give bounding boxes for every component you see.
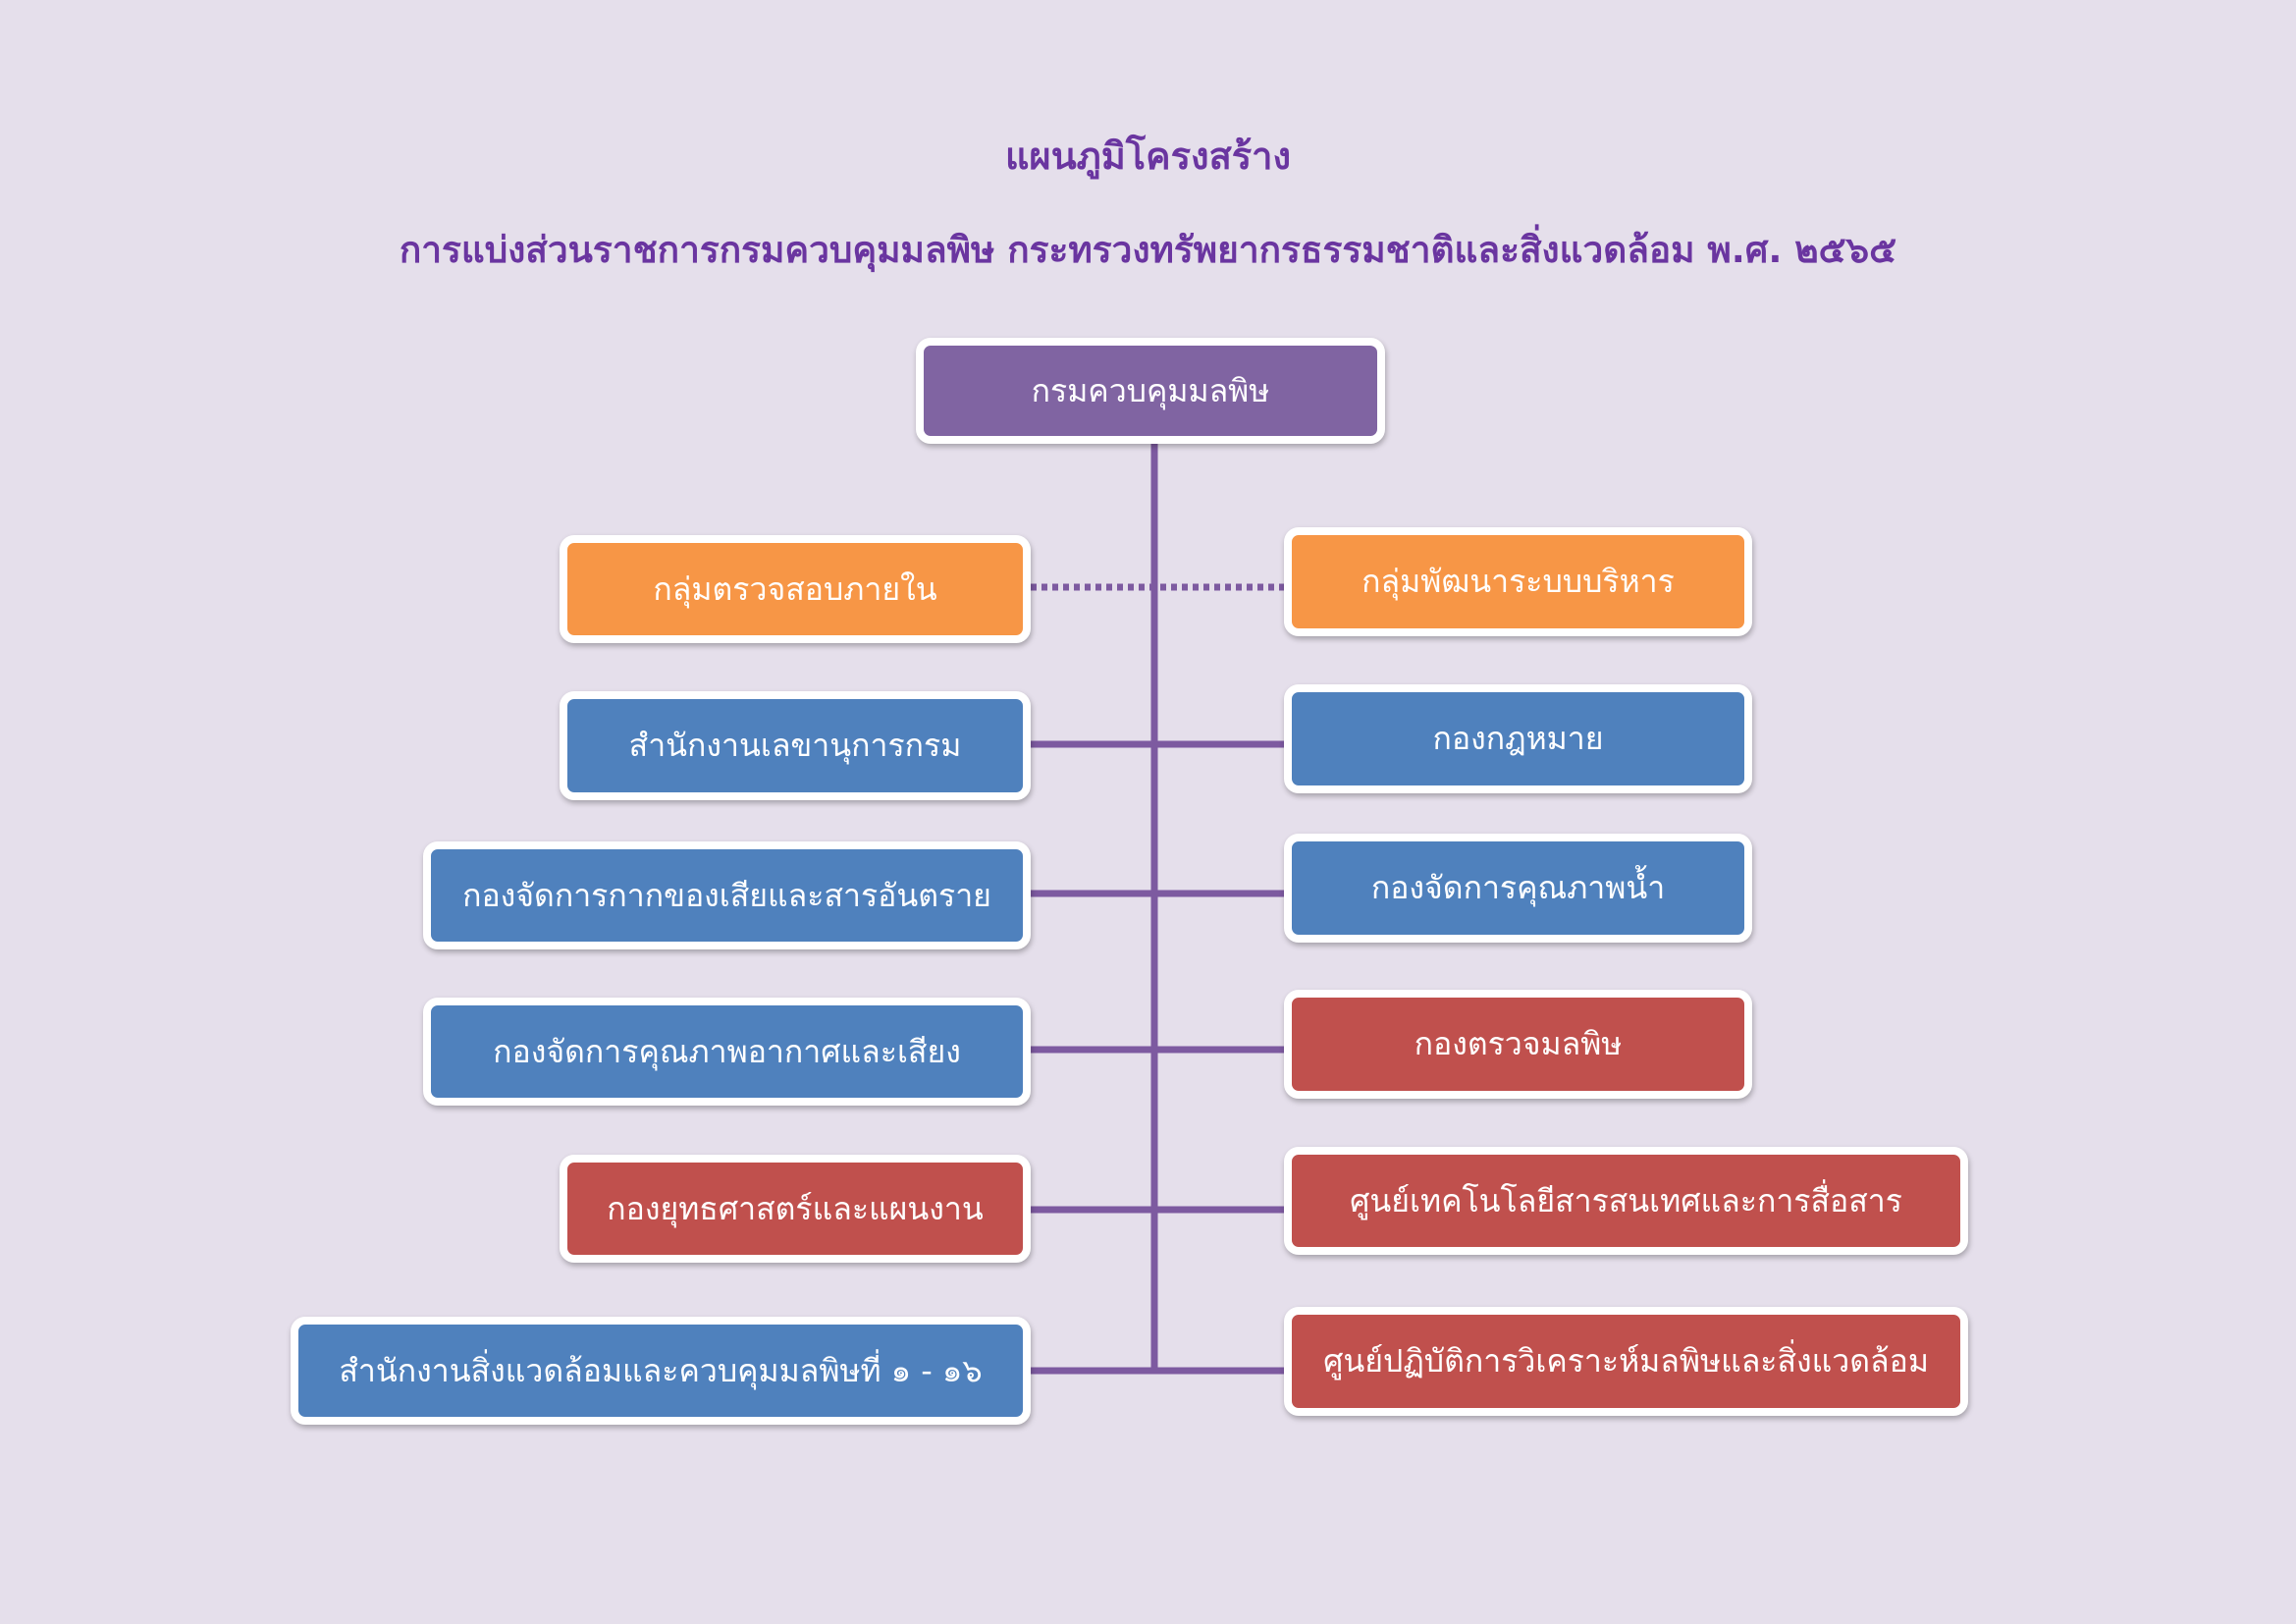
right-unit-2: กองจัดการคุณภาพน้ำ [1284, 834, 1752, 943]
right-unit-5: ศูนย์ปฏิบัติการวิเคราะห์มลพิษและสิ่งแวดล… [1284, 1307, 1968, 1416]
left-unit-3: กองจัดการคุณภาพอากาศและเสียง [423, 998, 1031, 1106]
chart-title: แผนภูมิโครงสร้าง [1004, 135, 1292, 178]
left-unit-1: สำนักงานเลขานุการกรม [560, 691, 1031, 800]
staff-unit-right: กลุ่มพัฒนาระบบบริหาร [1284, 527, 1752, 636]
left-unit-5: สำนักงานสิ่งแวดล้อมและควบคุมมลพิษที่ ๑ -… [291, 1317, 1031, 1425]
right-unit-3: กองตรวจมลพิษ [1284, 990, 1752, 1099]
chart-subtitle: การแบ่งส่วนราชการกรมควบคุมมลพิษ กระทรวงท… [399, 229, 1897, 271]
right-unit-4: ศูนย์เทคโนโลยีสารสนเทศและการสื่อสาร [1284, 1147, 1968, 1255]
left-unit-4: กองยุทธศาสตร์และแผนงาน [560, 1155, 1031, 1263]
root-node: กรมควบคุมมลพิษ [916, 338, 1385, 444]
right-unit-1: กองกฎหมาย [1284, 684, 1752, 793]
left-unit-2: กองจัดการกากของเสียและสารอันตราย [423, 841, 1031, 949]
staff-unit-left: กลุ่มตรวจสอบภายใน [560, 535, 1031, 643]
